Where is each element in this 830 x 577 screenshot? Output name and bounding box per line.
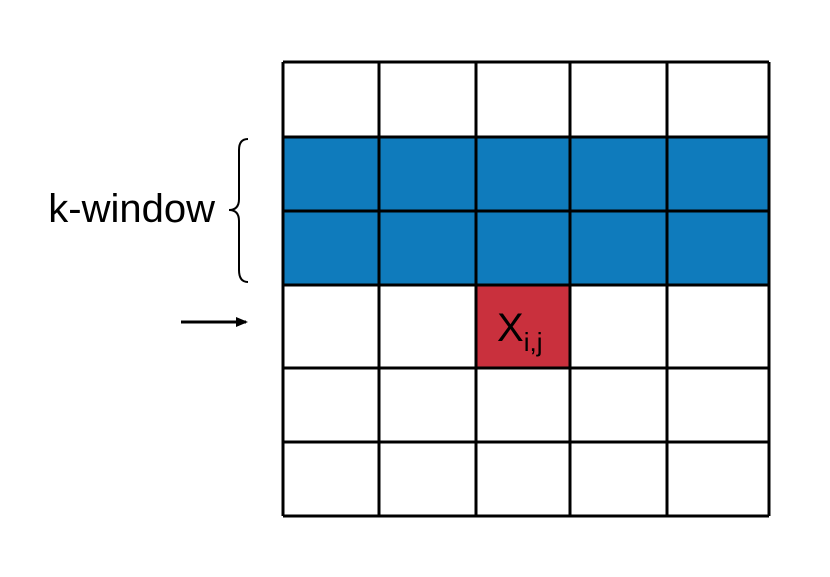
window-row-2	[283, 211, 769, 285]
target-cell-label-main: X	[497, 306, 524, 350]
left-curly-brace-icon	[228, 138, 249, 283]
target-cell-label-sub: i,j	[524, 327, 543, 357]
target-cell-label: Xi,j	[497, 306, 542, 357]
window-label: k-window	[48, 187, 215, 231]
grid	[281, 60, 771, 518]
window-row-1	[283, 137, 769, 211]
target-cell	[476, 285, 570, 368]
